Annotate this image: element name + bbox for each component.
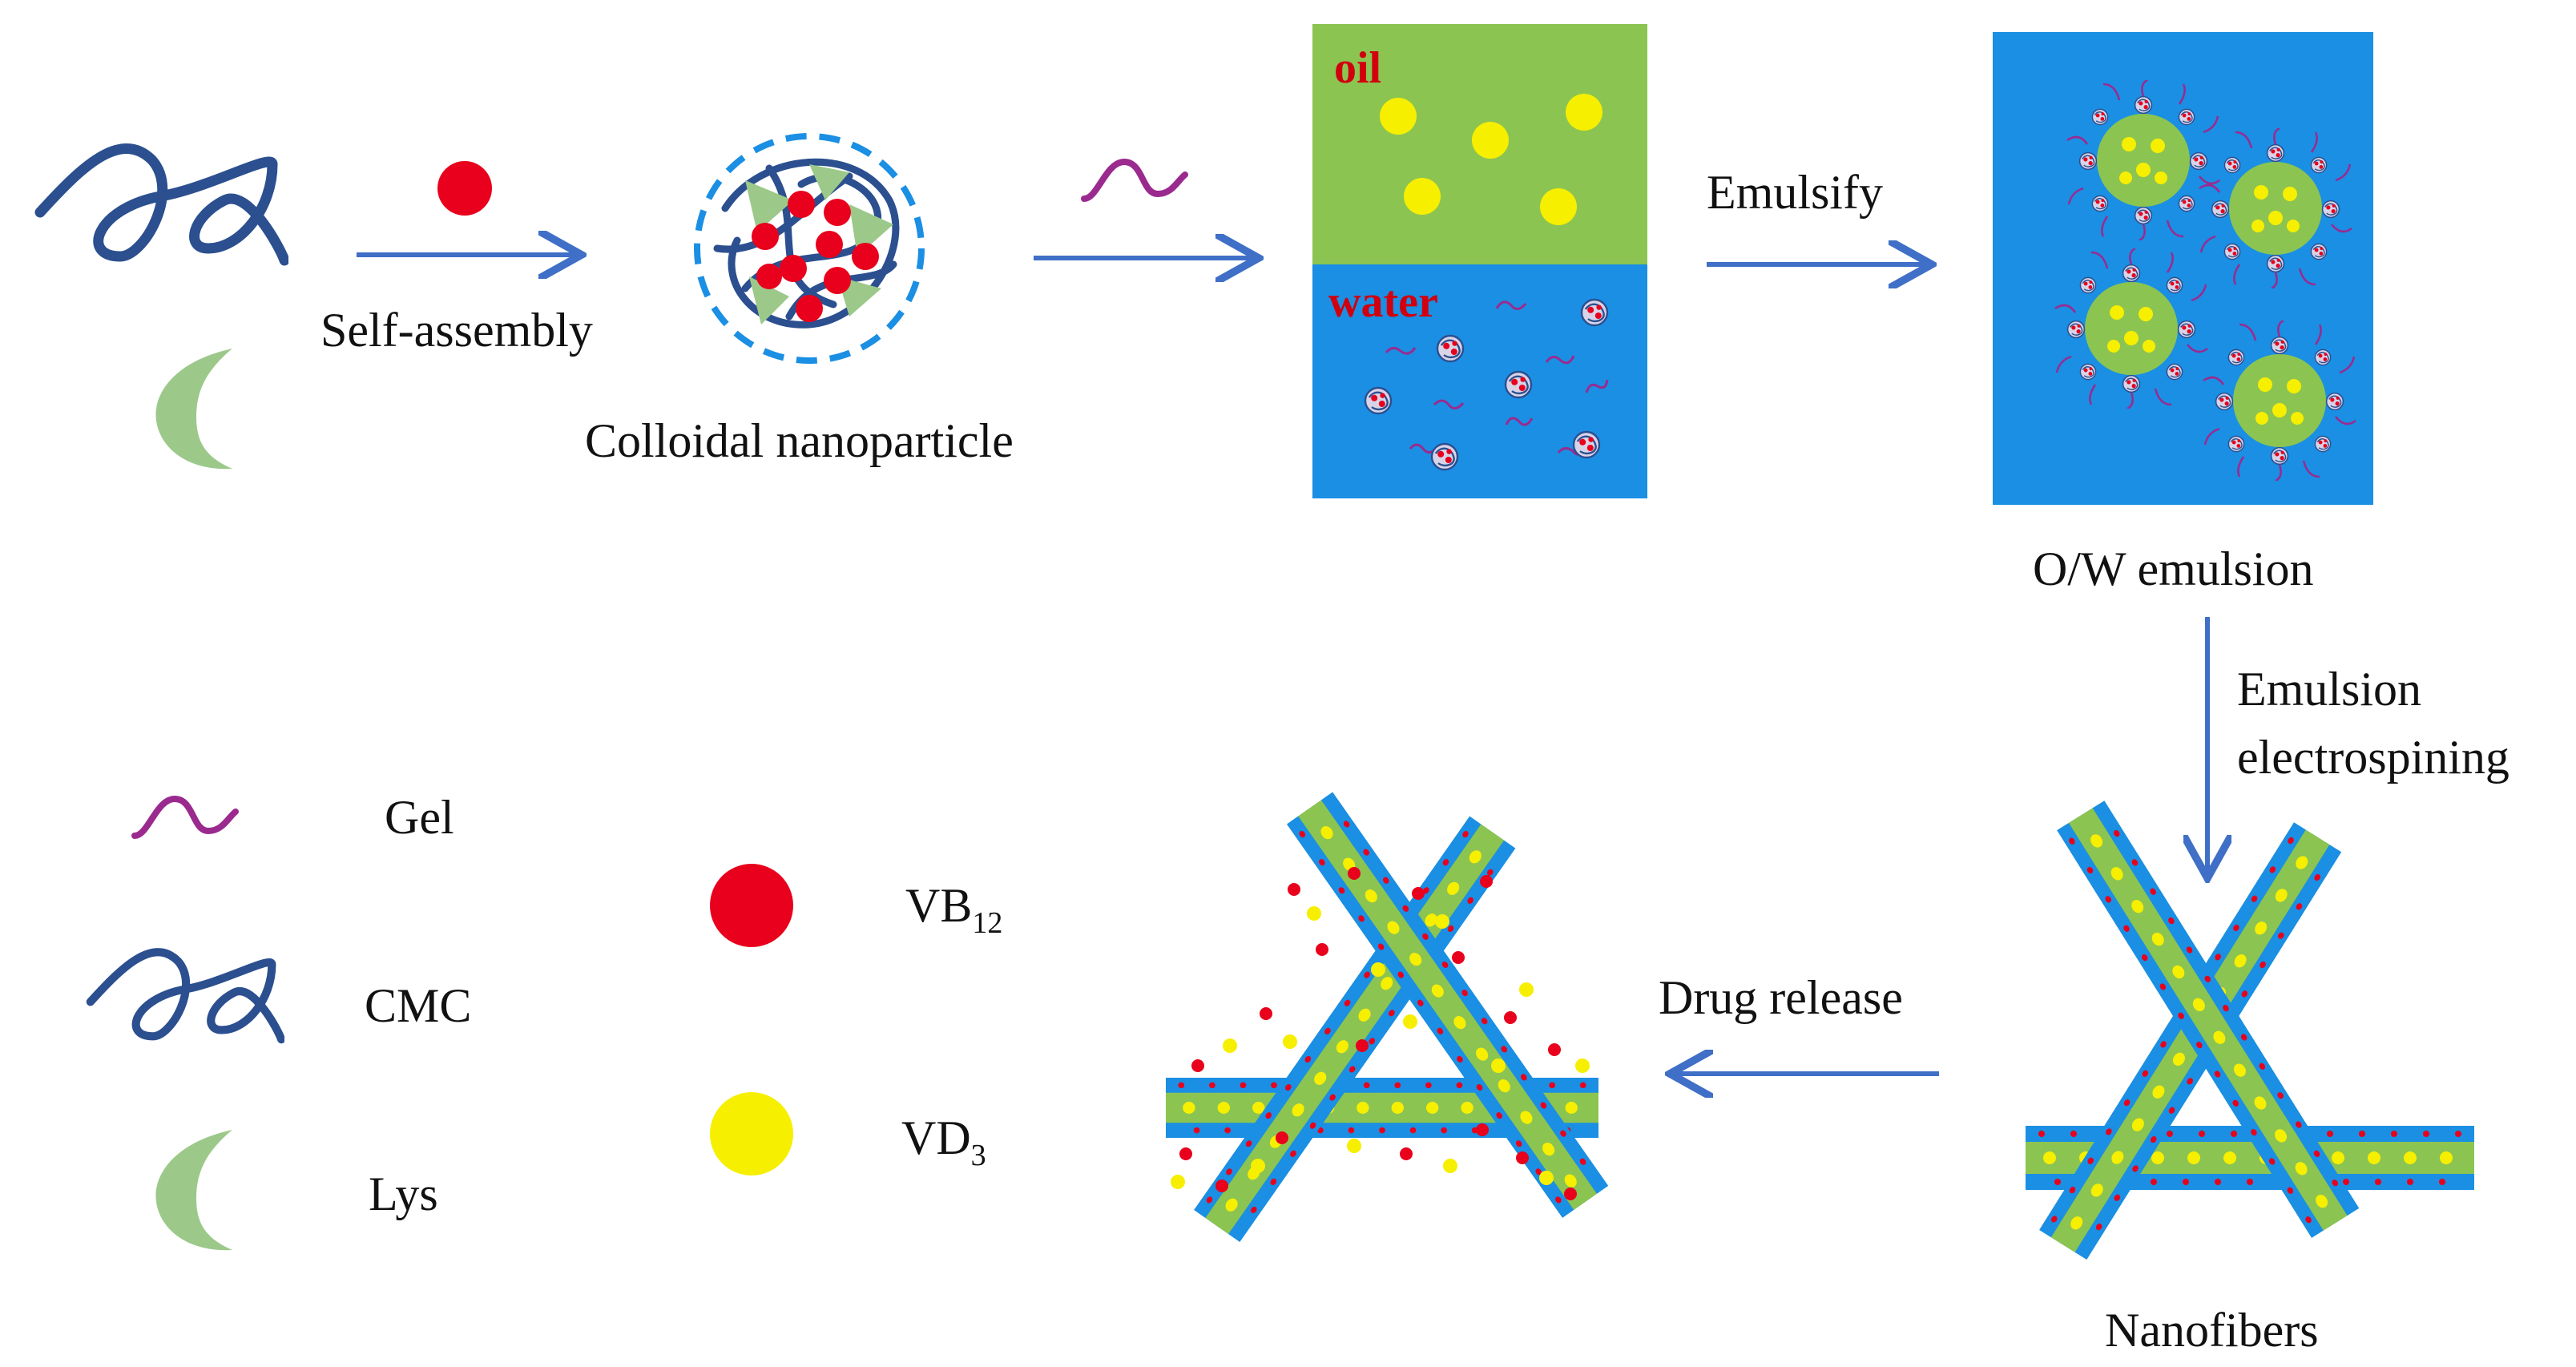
label-self-assembly: Self-assembly: [320, 304, 593, 357]
lys-legend-icon: [155, 1130, 232, 1251]
label-nanofibers: Nanofibers: [2105, 1304, 2319, 1357]
legend-vd-subscript: 3: [971, 1139, 986, 1172]
label-drug-release: Drug release: [1659, 971, 1903, 1024]
cmc-legend-icon: [91, 952, 281, 1039]
gel-legend-icon: [135, 799, 236, 836]
label-ow-emulsion: O/W emulsion: [2033, 542, 2314, 595]
vd3-legend-icon: [710, 1092, 793, 1175]
label-emulsion: Emulsion: [2237, 663, 2421, 716]
cmc-squiggle-top: [40, 149, 284, 260]
gel-wave-top: [1084, 162, 1185, 199]
label-oil: oil: [1334, 43, 1381, 93]
legend-vd-text: VD: [901, 1111, 971, 1164]
nanofibers-intact: [2026, 800, 2474, 1260]
vb12-dot-top: [437, 161, 492, 216]
oil-water-box: [1312, 24, 1647, 498]
ow-emulsion-box: [1993, 32, 2373, 505]
legend-vb-subscript: 12: [972, 906, 1002, 940]
label-colloidal-nanoparticle: Colloidal nanoparticle: [585, 414, 1014, 467]
legend-gel-label: Gel: [385, 791, 454, 844]
legend-lys-label: Lys: [369, 1167, 438, 1220]
legend-vd3-label: VD3: [901, 1111, 986, 1172]
label-emulsify: Emulsify: [1707, 166, 1883, 219]
vb12-legend-icon: [710, 864, 793, 947]
legend-vb-text: VB: [905, 879, 972, 932]
label-electrospinning: electrospining: [2237, 731, 2509, 784]
nanofibers-releasing: [1166, 792, 1609, 1243]
legend-vb12-label: VB12: [905, 879, 1002, 940]
label-water: water: [1328, 277, 1438, 327]
legend: Gel CMC Lys VB12 VD3: [91, 791, 1002, 1251]
colloidal-nanoparticle: [694, 133, 925, 364]
lys-crescent-top: [155, 349, 232, 470]
legend-cmc-label: CMC: [365, 979, 471, 1032]
